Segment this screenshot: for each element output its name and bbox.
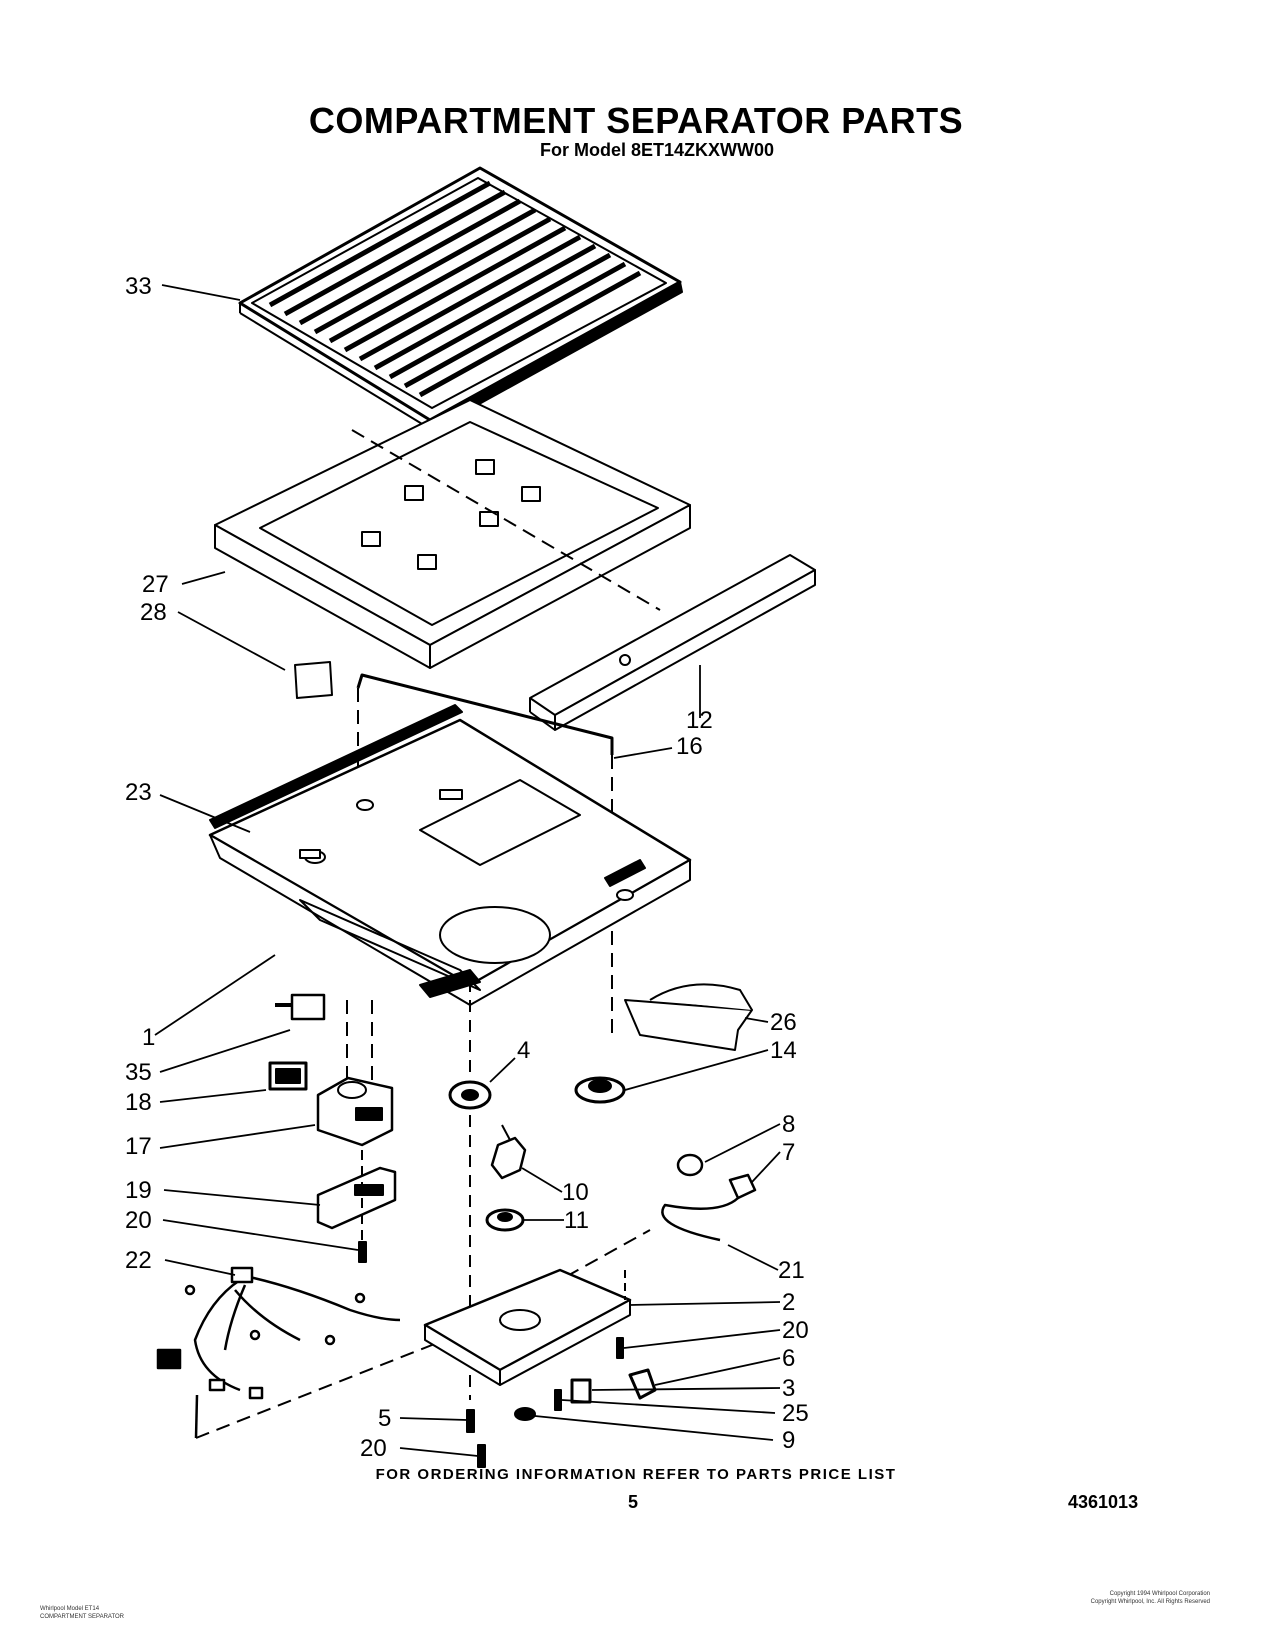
callout-10: 10 <box>562 1179 589 1206</box>
callout-2: 2 <box>782 1289 795 1316</box>
callout-21: 21 <box>778 1257 805 1284</box>
ordering-info-note: FOR ORDERING INFORMATION REFER TO PARTS … <box>375 1466 897 1483</box>
grommet-part-9 <box>514 1407 536 1421</box>
callout-18: 18 <box>125 1089 152 1116</box>
screw-part-5 <box>466 1409 475 1433</box>
callout-28: 28 <box>140 599 167 626</box>
wire-part-16 <box>356 673 614 755</box>
callout-27: 27 <box>142 571 169 598</box>
light-assembly <box>661 1153 757 1242</box>
bulb-part-8 <box>676 1153 704 1177</box>
callout-19: 19 <box>125 1177 152 1204</box>
fine-print-right-line-2: Copyright Whirlpool, Inc. All Rights Res… <box>1090 1599 1210 1605</box>
bracket-part-19 <box>316 1166 397 1230</box>
screw-part-25 <box>554 1389 562 1411</box>
control-assembly <box>268 993 397 1263</box>
callout-33: 33 <box>125 273 152 300</box>
callout-16: 16 <box>676 733 703 760</box>
callout-3: 3 <box>782 1375 795 1402</box>
callout-35: 35 <box>125 1059 152 1086</box>
page-title: COMPARTMENT SEPARATOR PARTS <box>308 100 964 141</box>
wiring-harness-part-22 <box>156 1229 651 1439</box>
callout-22: 22 <box>125 1247 152 1274</box>
separator-pan-part-23 <box>208 704 692 1006</box>
callout-4: 4 <box>517 1037 530 1064</box>
grommet-part-14 <box>574 1076 626 1104</box>
fine-print-left-line-1: Whirlpool Model ET14 <box>40 1606 100 1612</box>
shelf-grille-part-33 <box>238 166 683 431</box>
callout-1: 1 <box>142 1024 155 1051</box>
callout-26: 26 <box>770 1009 797 1036</box>
callout-14: 14 <box>770 1037 797 1064</box>
callout-9: 9 <box>782 1427 795 1454</box>
callout-23: 23 <box>125 779 152 806</box>
wire-part-21 <box>661 1197 739 1242</box>
fine-print-right-line-1: Copyright 1994 Whirlpool Corporation <box>1109 1591 1210 1597</box>
screw-part-20c <box>477 1444 486 1468</box>
callout-5: 5 <box>378 1405 391 1432</box>
socket-part-7 <box>728 1173 757 1200</box>
light-housing-part-2 <box>423 1268 632 1386</box>
switch-part-35 <box>290 993 326 1021</box>
callout-7: 7 <box>782 1139 795 1166</box>
callout-6: 6 <box>782 1345 795 1372</box>
switch-part-6 <box>628 1368 657 1400</box>
fine-print-left-line-2: COMPARTMENT SEPARATOR <box>40 1614 125 1620</box>
callout-20-c: 20 <box>360 1435 387 1462</box>
callout-11: 11 <box>564 1207 589 1234</box>
document-number: 4361013 <box>1068 1492 1139 1512</box>
grommet-part-11 <box>485 1208 525 1232</box>
thermostat-part-10 <box>490 1124 527 1180</box>
callout-20-b: 20 <box>782 1317 809 1344</box>
fine-print-left: Whirlpool Model ET14 COMPARTMENT SEPARAT… <box>40 1605 124 1621</box>
callout-20-a: 20 <box>125 1207 152 1234</box>
separator-frame-part-27 <box>214 399 691 669</box>
fine-print-right: Copyright 1994 Whirlpool Corporation Cop… <box>1000 1590 1210 1606</box>
model-subtitle: For Model 8ET14ZKXWW00 <box>540 140 775 160</box>
lens-part-3 <box>570 1378 592 1404</box>
pad-part-28 <box>294 661 333 699</box>
fan-bracket-part-4 <box>448 980 492 1400</box>
callout-12: 12 <box>686 707 713 734</box>
duct-cover-part-26 <box>624 983 753 1051</box>
screw-part-20b <box>616 1337 624 1359</box>
page-number: 5 <box>628 1492 639 1512</box>
screw-part-20 <box>358 1241 367 1263</box>
rail-part-12 <box>529 554 816 731</box>
callout-17: 17 <box>125 1133 152 1160</box>
callout-25: 25 <box>782 1400 809 1427</box>
callout-8: 8 <box>782 1111 795 1138</box>
